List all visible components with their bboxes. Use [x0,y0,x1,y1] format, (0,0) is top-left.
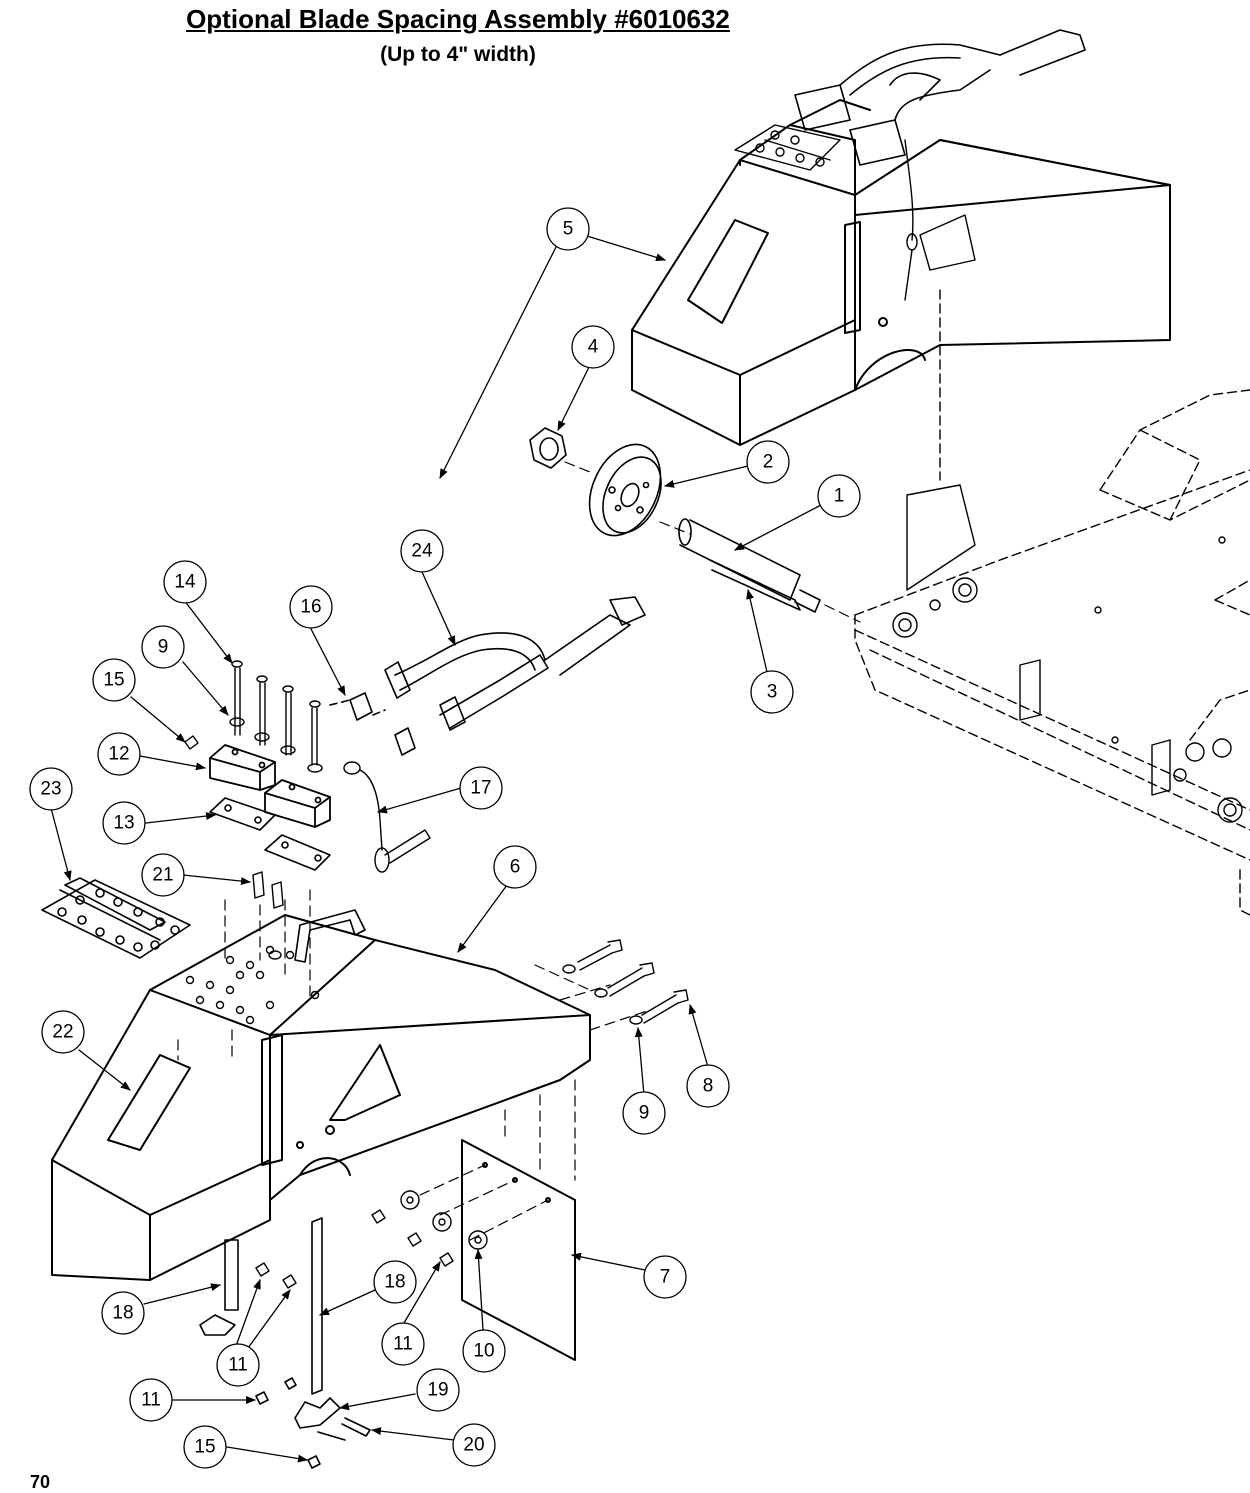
svg-text:15: 15 [103,670,124,691]
callout-10: 10 [462,1329,506,1373]
callout-2: 2 [746,440,790,484]
svg-text:22: 22 [52,1022,73,1043]
upper-blade-guard [631,99,1171,446]
svg-text:17: 17 [470,778,491,799]
saw-frame-outline [854,289,1250,916]
arbor-nut [529,427,567,469]
callout-11-right: 11 [381,1322,425,1366]
callout-balloons: 1 2 3 4 5 6 7 8 9 9 10 11 11 11 12 13 14… [29,207,861,1469]
callout-15-upper: 15 [92,658,136,702]
callout-16: 16 [289,585,333,629]
spacer-shaft [678,518,821,613]
callout-11-bottom: 11 [129,1378,173,1422]
svg-text:12: 12 [108,744,129,765]
callout-19: 19 [416,1368,460,1412]
blade-flange [588,443,662,537]
svg-text:8: 8 [703,1076,714,1097]
blade-plate [461,1139,576,1361]
fittings [252,871,284,909]
washers-nuts [255,1190,488,1289]
callout-23: 23 [29,767,73,811]
callout-6: 6 [493,845,537,889]
svg-text:13: 13 [113,813,134,834]
lower-hinge [41,877,191,959]
callout-14: 14 [163,560,207,604]
callout-24: 24 [400,529,444,573]
svg-text:1: 1 [834,486,845,507]
hose-assembly [329,596,646,756]
diagram-title: Optional Blade Spacing Assembly #6010632 [186,4,730,34]
callout-1: 1 [817,474,861,518]
svg-text:18: 18 [384,1272,405,1293]
svg-text:20: 20 [463,1435,484,1456]
lower-handle [294,909,366,963]
upper-hinge [734,124,841,171]
clamp-bracket [255,1377,371,1469]
svg-text:18: 18 [112,1303,133,1324]
block-plates [209,797,331,871]
svg-text:7: 7 [660,1267,671,1288]
upper-blocks [794,29,1086,166]
lower-blade-guard [51,914,591,1281]
callout-20: 20 [452,1423,496,1467]
callout-5: 5 [546,207,590,251]
callout-18-right: 18 [373,1260,417,1304]
svg-text:11: 11 [141,1390,161,1411]
svg-text:5: 5 [563,219,574,240]
svg-text:23: 23 [40,779,61,800]
callout-7: 7 [643,1255,687,1299]
callout-12: 12 [97,732,141,776]
callout-17: 17 [459,766,503,810]
svg-text:11: 11 [393,1334,413,1355]
callout-8: 8 [686,1064,730,1108]
shaft-centerline [564,461,861,623]
svg-text:24: 24 [411,541,433,562]
lower-dashed-lines [177,889,651,1241]
frame-hardware [892,484,1243,823]
svg-text:15: 15 [194,1437,215,1458]
page-number: 70 [30,1472,51,1492]
svg-text:10: 10 [473,1341,494,1362]
svg-text:2: 2 [763,452,774,473]
svg-text:4: 4 [588,337,599,358]
callout-11-center: 11 [216,1343,260,1387]
callout-21: 21 [141,853,185,897]
svg-text:9: 9 [639,1103,650,1124]
svg-text:6: 6 [510,857,521,878]
callout-13: 13 [102,801,146,845]
svg-text:19: 19 [427,1380,448,1401]
callout-15-bottom: 15 [183,1425,227,1469]
upper-tag-cable [904,139,976,301]
callout-4: 4 [571,325,615,369]
support-legs [199,1217,323,1395]
svg-text:16: 16 [300,597,321,618]
callout-18-left: 18 [101,1291,145,1335]
leader-lines [50,235,822,1463]
diagram-subtitle: (Up to 4" width) [380,43,536,66]
side-bolts [562,939,689,1025]
callout-9-upper: 9 [141,625,185,669]
svg-text:14: 14 [174,572,196,593]
svg-text:21: 21 [152,865,173,886]
callout-22: 22 [41,1010,85,1054]
callout-9-lower: 9 [622,1091,666,1135]
svg-text:9: 9 [158,637,169,658]
lower-top-plate [149,914,376,1036]
bolts [184,660,323,773]
callout-3: 3 [750,670,794,714]
svg-text:3: 3 [767,682,778,703]
svg-text:11: 11 [228,1355,248,1376]
lanyard-pin [343,761,431,873]
